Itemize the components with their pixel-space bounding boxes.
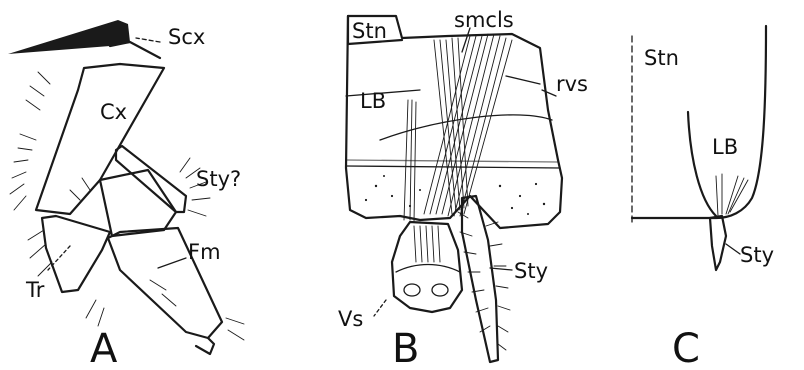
trochanter-outline <box>42 216 110 292</box>
panel-b-letter: B <box>392 326 419 370</box>
vesicle-outline <box>392 222 462 312</box>
label-sty-c: Sty <box>740 243 774 267</box>
label-stn-b: Stn <box>352 19 387 43</box>
panel-c: Stn LB Sty C <box>632 26 774 370</box>
label-sty-question: Sty? <box>196 167 241 191</box>
stippling-b <box>365 175 545 215</box>
label-smcls: smcls <box>454 8 514 32</box>
label-cx: Cx <box>100 100 127 124</box>
label-tr: Tr <box>25 278 45 302</box>
stylus-a-outline <box>116 146 186 212</box>
panel-a: Scx Cx Sty? Fm Tr A <box>8 20 244 370</box>
label-sty-b: Sty <box>514 259 548 283</box>
subcoxa-spine <box>8 20 130 54</box>
label-scx: Scx <box>168 25 205 49</box>
stylus-c-outline <box>710 216 726 270</box>
label-stn-c: Stn <box>644 46 679 70</box>
label-fm: Fm <box>188 240 221 264</box>
label-lb-b: LB <box>360 89 386 113</box>
panel-a-letter: A <box>90 326 118 370</box>
setae-b <box>458 212 510 350</box>
coxa-outline <box>36 64 164 214</box>
panel-b: Stn smcls rvs LB Sty Vs B <box>338 8 588 370</box>
label-rvs: rvs <box>556 72 588 96</box>
label-vs: Vs <box>338 307 363 331</box>
label-lb-c: LB <box>712 135 738 159</box>
panel-c-letter: C <box>672 326 700 370</box>
